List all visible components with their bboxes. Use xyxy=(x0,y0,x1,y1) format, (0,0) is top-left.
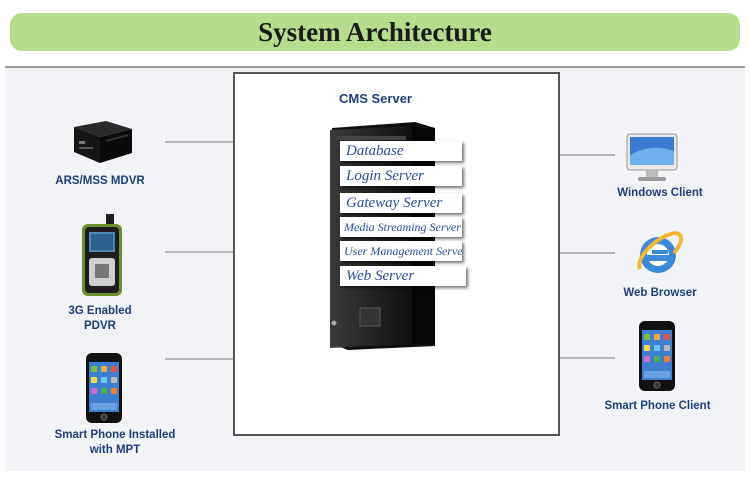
web-browser-label: Web Browser xyxy=(605,286,715,301)
smartphone-client-label-text: Smart Phone Client xyxy=(604,400,711,412)
smartphone-icon xyxy=(86,353,122,423)
service-web-server: Web Server xyxy=(340,266,466,286)
service-media-streaming-server-label: Media Streaming Server xyxy=(344,219,461,234)
service-login-server: Login Server xyxy=(340,166,462,186)
connector-phone-mpt xyxy=(165,358,233,360)
title-banner: System Architecture xyxy=(10,13,740,51)
smartphone-client-icon xyxy=(639,321,675,391)
pdvr-label-line2: PDVR xyxy=(84,320,116,332)
web-browser-label-text: Web Browser xyxy=(623,287,697,299)
pdvr-label: 3G Enabled PDVR xyxy=(40,304,160,334)
divider xyxy=(5,66,745,68)
page-title: System Architecture xyxy=(258,16,492,47)
mdvr-icon xyxy=(74,121,132,163)
smartphone-mpt-label-line2: with MPT xyxy=(89,444,141,456)
service-gateway-server: Gateway Server xyxy=(340,193,462,213)
connector-web-browser xyxy=(560,252,615,254)
connector-windows-client xyxy=(560,154,615,156)
service-database: Database xyxy=(340,141,462,161)
connector-smartphone-client xyxy=(560,357,615,359)
pdvr-label-line1: 3G Enabled xyxy=(68,305,132,317)
windows-client-label: Windows Client xyxy=(605,186,715,201)
windows-client-label-text: Windows Client xyxy=(617,187,703,199)
smartphone-client-label: Smart Phone Client xyxy=(595,399,720,414)
pdvr-icon xyxy=(82,214,122,296)
service-login-server-label: Login Server xyxy=(346,167,424,184)
mdvr-label-text: ARS/MSS MDVR xyxy=(55,175,145,187)
connector-mdvr xyxy=(165,141,233,143)
service-user-management-server: User Management Server xyxy=(340,241,462,261)
desktop-monitor-icon xyxy=(626,133,678,181)
service-user-management-server-label: User Management Server xyxy=(344,243,462,258)
mdvr-label: ARS/MSS MDVR xyxy=(40,174,160,189)
service-media-streaming-server: Media Streaming Server xyxy=(340,217,462,237)
smartphone-mpt-label-line1: Smart Phone Installed xyxy=(54,429,176,441)
smartphone-mpt-label: Smart Phone Installed with MPT xyxy=(40,428,190,458)
service-web-server-label: Web Server xyxy=(346,267,415,284)
service-gateway-server-label: Gateway Server xyxy=(346,194,443,211)
service-database-label: Database xyxy=(346,142,404,159)
internet-explorer-icon xyxy=(637,231,684,273)
cms-server-label: CMS Server xyxy=(339,91,412,106)
connector-pdvr xyxy=(165,251,233,253)
